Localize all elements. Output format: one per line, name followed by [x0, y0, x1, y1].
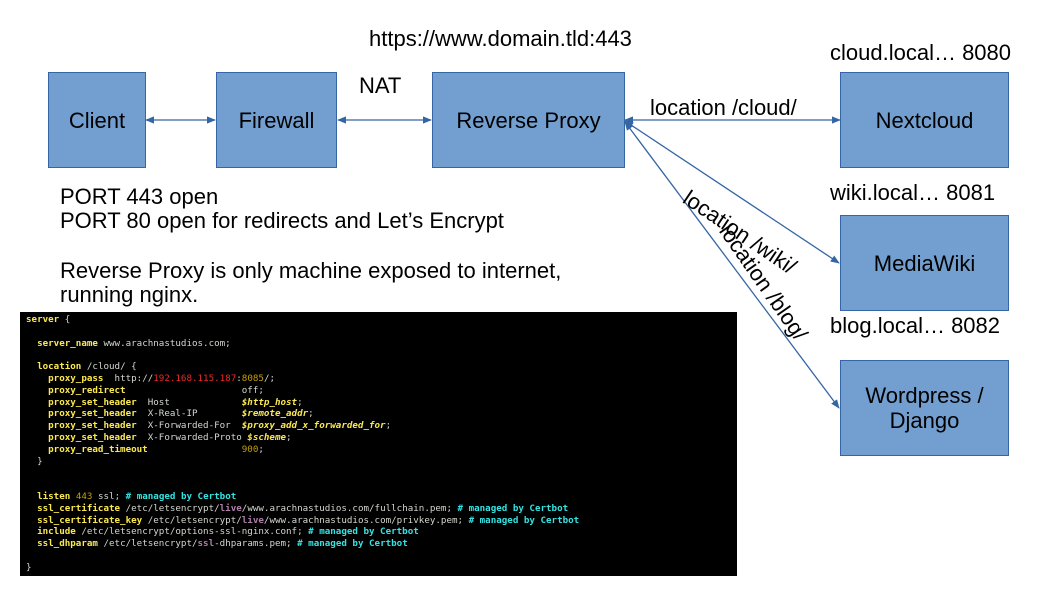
mediawiki-node: MediaWiki — [840, 215, 1009, 311]
wordpress-django-node: Wordpress / Django — [840, 360, 1009, 456]
terminal-line: include /etc/letsencrypt/options-ssl-ngi… — [37, 526, 419, 538]
terminal-line: proxy_set_header Host $http_host; — [48, 396, 303, 408]
terminal-line: ssl_certificate /etc/letsencrypt/live/ww… — [37, 502, 569, 514]
cloud-location-label: location /cloud/ — [650, 95, 797, 120]
terminal-line: } — [26, 561, 32, 573]
terminal-line: } — [26, 455, 43, 467]
blog-host-label: blog.local… 8082 — [830, 313, 1001, 338]
firewall-node: Firewall — [216, 72, 337, 168]
terminal-line: proxy_read_timeout 900; — [48, 443, 264, 455]
terminal-line: ssl_certificate_key /etc/letsencrypt/liv… — [37, 514, 580, 526]
wiki-host-label: wiki.local… 8081 — [830, 180, 996, 205]
exposure-note-line2: running nginx. — [60, 282, 199, 307]
terminal-line: proxy_pass http://192.168.115.187:8085/; — [48, 373, 276, 384]
reverse-proxy-node: Reverse Proxy — [432, 72, 625, 168]
nextcloud-node: Nextcloud — [840, 72, 1009, 168]
terminal-line: proxy_set_header X-Forwarded-For $proxy_… — [48, 420, 392, 432]
terminal-line: proxy_set_header X-Real-IP $remote_addr; — [48, 408, 314, 420]
exposure-note-line1: Reverse Proxy is only machine exposed to… — [60, 258, 562, 283]
client-node: Client — [48, 72, 146, 168]
arrow-proxy-wordpress — [624, 121, 840, 409]
cloud-host-label: cloud.local… 8080 — [830, 40, 1012, 65]
terminal-line: ssl_dhparam /etc/letsencrypt/ssl-dhparam… — [37, 538, 408, 550]
terminal-line: proxy_set_header X-Forwarded-Proto $sche… — [48, 432, 292, 443]
nat-label: NAT — [359, 73, 402, 98]
terminal-line: listen 443 ssl; # managed by Certbot — [37, 491, 237, 502]
terminal-line: server { — [26, 314, 71, 325]
terminal-line: location /cloud/ { — [37, 361, 137, 373]
port-443-note: PORT 443 open — [60, 184, 219, 209]
terminal-line: server_name www.arachnastudios.com; — [37, 337, 231, 349]
nginx-config-terminal: server { server_name www.arachnastudios.… — [20, 312, 737, 576]
url-label: https://www.domain.tld:443 — [369, 26, 632, 51]
terminal-line: proxy_redirect off; — [48, 384, 264, 396]
port-80-note: PORT 80 open for redirects and Let’s Enc… — [60, 208, 504, 233]
